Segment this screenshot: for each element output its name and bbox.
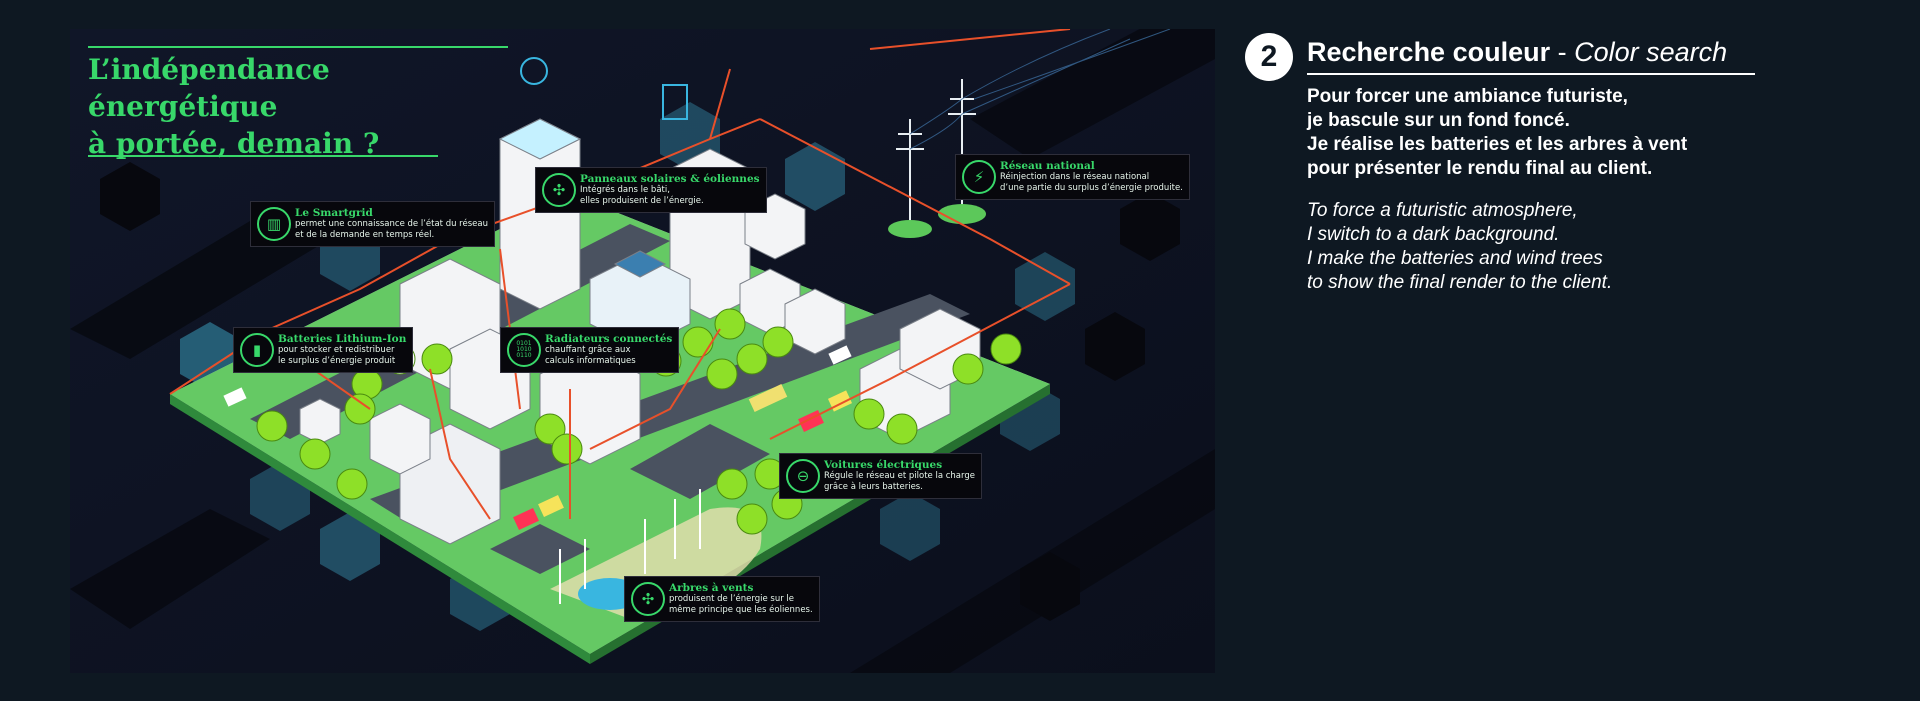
callout-electric-cars: ⊖ Voitures électriques Régule le réseau … bbox=[779, 453, 982, 499]
paragraph-line: je bascule sur un fond foncé. bbox=[1307, 110, 1570, 131]
callout-description: chauffant grâce aux calculs informatique… bbox=[545, 345, 636, 366]
document-icon bbox=[662, 84, 688, 120]
callout-title: Radiateurs connectés bbox=[545, 333, 673, 345]
callout-description: pour stocker et redistribuer le surplus … bbox=[278, 345, 396, 366]
heading-underline bbox=[1307, 73, 1755, 75]
wind-trees bbox=[559, 489, 701, 604]
paragraph-english: To force a futuristic atmosphere, I swit… bbox=[1307, 199, 1612, 295]
title-rule-top bbox=[88, 46, 508, 48]
step-number-badge: 2 bbox=[1245, 33, 1293, 81]
callout-title: Le Smartgrid bbox=[295, 207, 373, 219]
callout-batteries: ▮ Batteries Lithium-Ion pour stocker et … bbox=[233, 327, 414, 373]
isometric-city-scene bbox=[70, 29, 1215, 673]
paragraph-line: Je réalise les batteries et les arbres à… bbox=[1307, 134, 1688, 155]
title-rule-bottom bbox=[88, 155, 438, 157]
illustration-title: L’indépendance énergétique à portée, dem… bbox=[88, 46, 508, 162]
callout-title: Arbres à vents bbox=[669, 582, 754, 594]
callout-title: Batteries Lithium-Ion bbox=[278, 333, 407, 345]
lightning-icon: ⚡ bbox=[962, 160, 996, 194]
callout-title: Réseau national bbox=[1000, 160, 1095, 172]
paragraph-line: Pour forcer une ambiance futuriste, bbox=[1307, 86, 1628, 107]
bar-chart-icon: ▥ bbox=[257, 207, 291, 241]
callout-description: Réinjection dans le réseau national d’un… bbox=[1000, 172, 1183, 193]
pylon-base bbox=[888, 220, 932, 238]
callout-description: Régule le réseau et pilote la charge grâ… bbox=[824, 471, 975, 492]
callout-title: Panneaux solaires & éoliennes bbox=[580, 173, 760, 185]
wind-turbine-icon: ✣ bbox=[631, 582, 665, 616]
callout-national-grid: ⚡ Réseau national Réinjection dans le ré… bbox=[955, 154, 1190, 200]
pylon-base bbox=[938, 204, 986, 224]
heading-french: Recherche couleur bbox=[1307, 37, 1551, 67]
wind-turbine-icon: ✣ bbox=[542, 173, 576, 207]
battery-icon: ▮ bbox=[240, 333, 274, 367]
heading-separator: - bbox=[1550, 37, 1575, 67]
paragraph-line: pour présenter le rendu final au client. bbox=[1307, 158, 1653, 179]
binary-icon: 0101 1010 0110 bbox=[507, 333, 541, 367]
paragraph-line: to show the final render to the client. bbox=[1307, 272, 1613, 293]
callout-radiators: 0101 1010 0110 Radiateurs connectés chau… bbox=[500, 327, 680, 373]
title-line-1: L’indépendance énergétique bbox=[88, 53, 330, 123]
paragraph-line: To force a futuristic atmosphere, bbox=[1307, 200, 1578, 221]
paragraph-line: I make the batteries and wind trees bbox=[1307, 248, 1603, 269]
title-line-2: à portée, demain ? bbox=[88, 127, 380, 160]
city-illustration: L’indépendance énergétique à portée, dem… bbox=[70, 29, 1215, 673]
callout-smartgrid: ▥ Le Smartgrid permet une connaissance d… bbox=[250, 201, 495, 247]
callout-wind-trees: ✣ Arbres à vents produisent de l’énergie… bbox=[624, 576, 820, 622]
callout-solar-wind: ✣ Panneaux solaires & éoliennes Intégrés… bbox=[535, 167, 767, 213]
heading-english: Color search bbox=[1574, 37, 1728, 67]
power-lines bbox=[909, 29, 1171, 150]
callout-description: Intégrés dans le bâti, elles produisent … bbox=[580, 185, 704, 206]
callout-description: permet une connaissance de l’état du rés… bbox=[295, 219, 488, 240]
background-bands bbox=[70, 29, 1215, 673]
car-icon: ⊖ bbox=[786, 459, 820, 493]
section-heading: Recherche couleur - Color search bbox=[1307, 37, 1727, 74]
callout-description: produisent de l’énergie sur le même prin… bbox=[669, 594, 813, 615]
callout-title: Voitures électriques bbox=[824, 459, 943, 471]
location-pin-icon bbox=[520, 57, 548, 85]
paragraph-line: I switch to a dark background. bbox=[1307, 224, 1560, 245]
paragraph-french: Pour forcer une ambiance futuriste, je b… bbox=[1307, 85, 1687, 181]
